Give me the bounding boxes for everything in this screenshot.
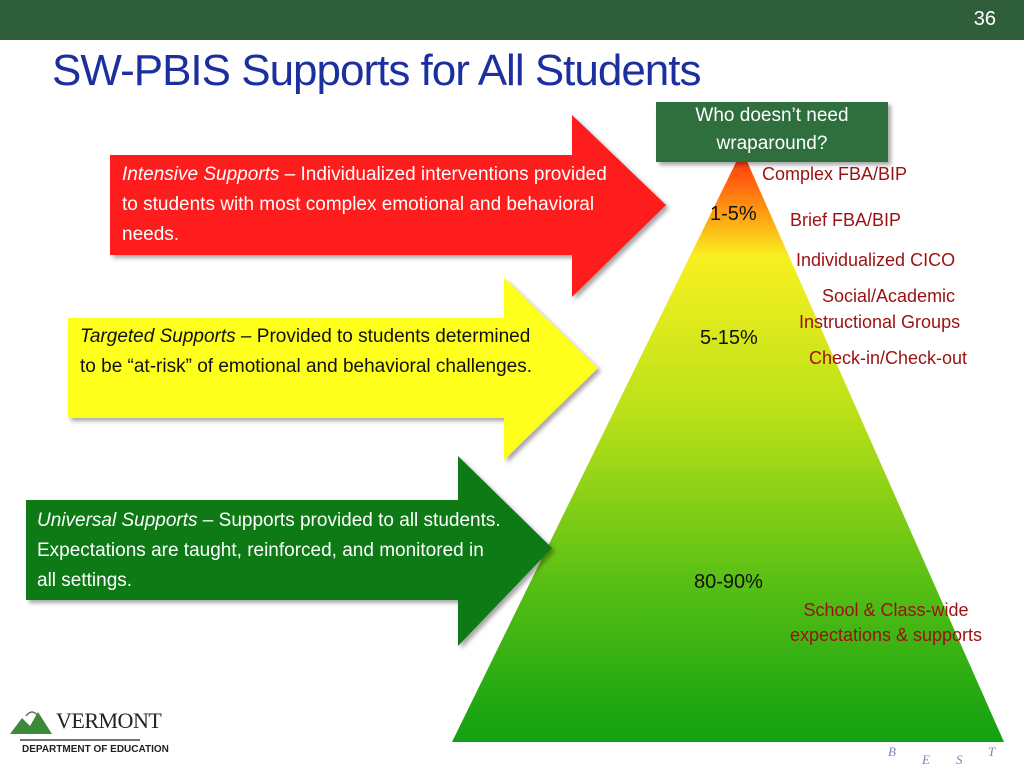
label-school-class-line-1: School & Class-wide — [803, 600, 969, 620]
callout-line-2: wraparound? — [716, 133, 828, 154]
header-bar — [0, 0, 1024, 40]
label-school-class-line-2: expectations & supports — [789, 625, 983, 645]
vermont-logo-icon — [10, 711, 140, 741]
pct-bottom: 80-90% — [694, 571, 763, 593]
targeted-dash: – — [235, 326, 257, 347]
label-complex-fba: Complex FBA/BIP — [762, 164, 908, 184]
intensive-arrow — [110, 115, 666, 297]
support-pyramid — [452, 150, 1004, 742]
universal-arrow — [26, 456, 552, 646]
wraparound-callout: Who doesn’t need wraparound? — [656, 102, 888, 162]
intensive-supports-text: Intensive Supports – Individualized inte… — [122, 160, 622, 250]
label-school-class-wide: School & Class-wide expectations & suppo… — [764, 598, 1008, 648]
intensive-description: Individualized interventions provided to… — [122, 164, 607, 245]
slide-title: SW-PBIS Supports for All Students — [52, 46, 702, 95]
targeted-arrow — [68, 278, 598, 460]
universal-title: Universal Supports — [37, 510, 198, 531]
label-social-academic: Social/Academic — [822, 286, 956, 306]
label-brief-fba: Brief FBA/BIP — [790, 210, 902, 230]
intensive-dash: – — [279, 164, 301, 185]
best-letter-b: B — [888, 744, 896, 759]
vermont-logo-dept: DEPARTMENT OF EDUCATION — [22, 744, 169, 755]
universal-dash: – — [197, 510, 219, 531]
label-instructional-groups: Instructional Groups — [799, 312, 961, 332]
callout-line-1: Who doesn’t need — [695, 105, 849, 126]
vermont-logo-word: VERMONT — [56, 708, 162, 733]
best-letter-t: T — [988, 744, 996, 759]
label-check-in: Check-in/Check-out — [809, 348, 968, 368]
intensive-title: Intensive Supports — [122, 164, 280, 185]
pct-middle: 5-15% — [700, 327, 758, 349]
universal-description: Supports provided to all students. Expec… — [37, 510, 501, 591]
best-letter-s: S — [956, 752, 963, 767]
targeted-description: Provided to students determined to be “a… — [80, 326, 533, 377]
targeted-supports-text: Targeted Supports – Provided to students… — [80, 322, 550, 382]
universal-supports-text: Universal Supports – Supports provided t… — [37, 506, 507, 596]
targeted-title: Targeted Supports — [80, 326, 236, 347]
pct-top: 1-5% — [710, 203, 757, 225]
label-individualized-cico: Individualized CICO — [796, 250, 956, 270]
best-letter-e: E — [922, 752, 930, 767]
slide-number: 36 — [973, 8, 996, 30]
